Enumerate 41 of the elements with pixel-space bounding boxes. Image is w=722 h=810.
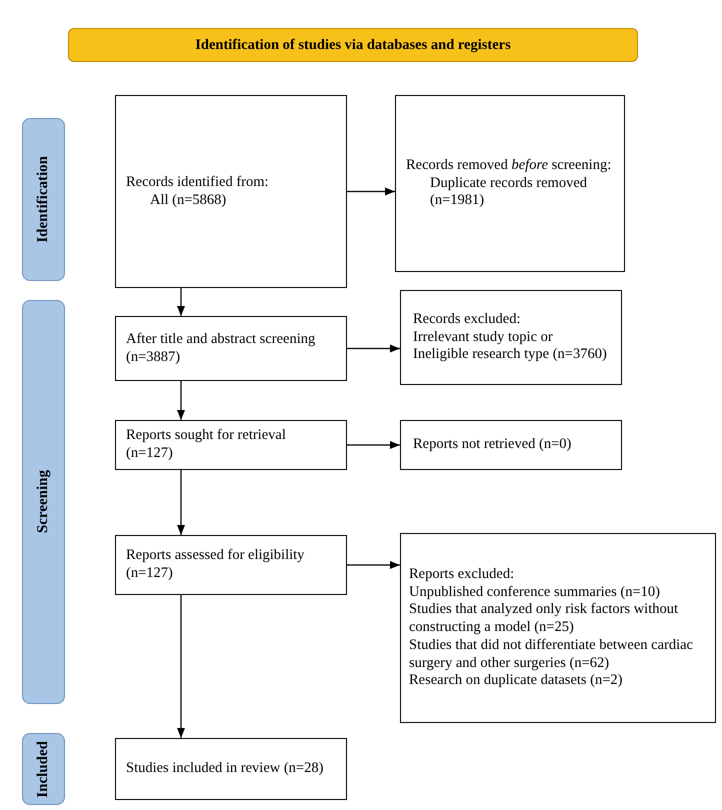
phase-band: [22, 300, 65, 704]
phase-label: Included: [35, 740, 52, 798]
box-text: After title and abstract screening (n=3887): [126, 330, 316, 366]
box-text: Reports assessed for eligibility (n=127): [126, 547, 306, 583]
box-text: Reports excluded:: [409, 566, 516, 584]
box-detail: All (n=5868): [149, 192, 228, 210]
process-box: [400, 533, 716, 723]
phase-label: Identification: [35, 156, 52, 243]
box-text: Studies included in review (n=28): [126, 760, 324, 778]
box-detail: Duplicate records removed (n=1981): [429, 174, 588, 210]
phase-band: [22, 733, 65, 805]
process-box: [115, 420, 347, 470]
process-box: [115, 316, 347, 381]
box-text: Reports sought for retrieval (n=127): [126, 427, 287, 463]
arrow: [177, 381, 185, 420]
box-text: Records removed before screening:: [406, 156, 612, 175]
arrow: [347, 441, 400, 449]
arrow: [347, 344, 400, 352]
banner-title: Identification of studies via databases and registers: [195, 36, 511, 54]
title-banner: [68, 28, 638, 62]
arrow: [347, 188, 395, 196]
process-box: [115, 738, 347, 800]
process-box: [115, 95, 347, 288]
process-box: [400, 420, 622, 470]
process-box: [395, 95, 625, 272]
phase-label: Screening: [35, 470, 52, 534]
box-detail: Studies that did not differentiate between cardiac surgery and other surgeries (n=62): [409, 636, 694, 672]
box-text: Reports not retrieved (n=0): [413, 436, 572, 454]
box-detail: Irrelevant study topic or Ineligible research type (n=3760): [413, 328, 608, 364]
box-text: Records excluded:: [413, 310, 522, 329]
arrow: [177, 595, 185, 738]
process-box: [400, 290, 622, 385]
phase-band: [22, 118, 65, 281]
process-box: [115, 535, 347, 595]
box-text: Records identified from:: [126, 174, 270, 192]
arrow: [177, 288, 185, 316]
arrow: [177, 470, 185, 535]
box-detail: Studies that analyzed only risk factors without constructing a model (n=25): [409, 601, 680, 637]
arrow: [347, 561, 400, 569]
box-detail: Unpublished conference summaries (n=10): [409, 584, 661, 602]
box-detail: Research on duplicate datasets (n=2): [409, 672, 624, 690]
